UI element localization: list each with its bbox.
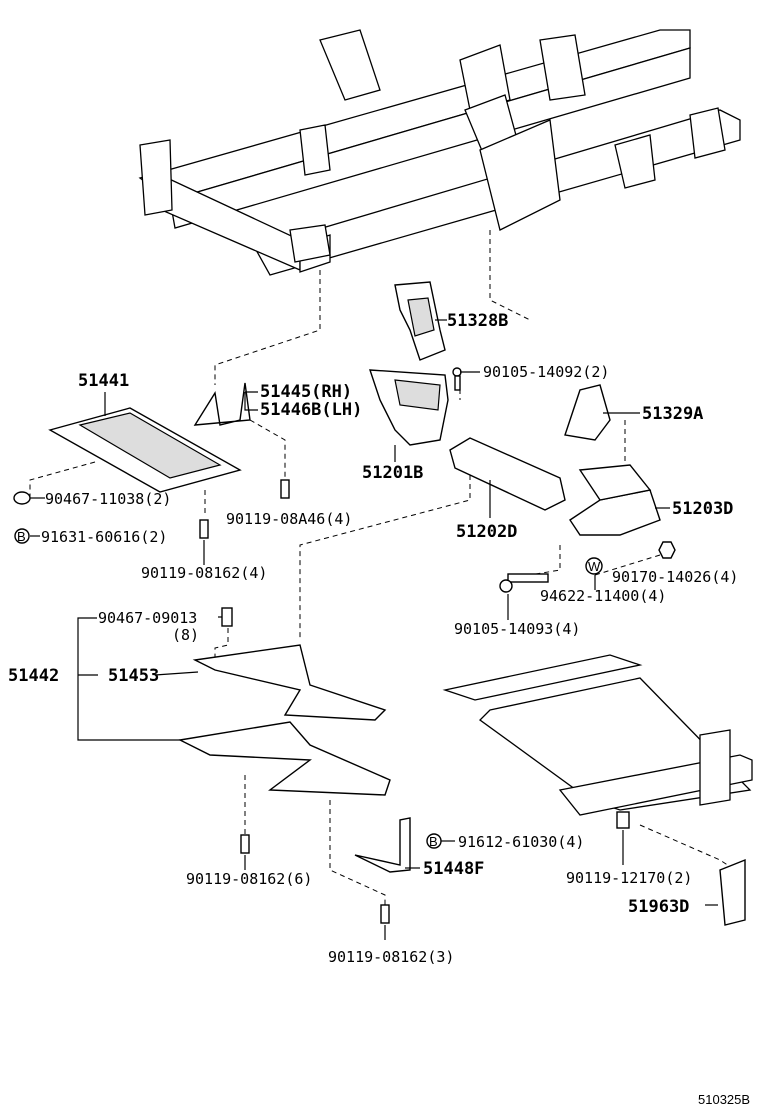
mount-51203d[interactable] [569,464,661,536]
upper-frame-assembly [138,29,741,276]
cover-51442[interactable] [177,721,391,796]
label-90467-11038[interactable]: 90467-11038(2) [45,490,171,508]
bolt-b-marker-2: B [429,834,438,849]
clip-90467-09013[interactable] [221,607,233,627]
cover-51453[interactable] [192,644,387,721]
label-51201b[interactable]: 51201B [362,463,423,483]
label-90105-14093[interactable]: 90105-14093(4) [454,620,580,638]
bolt-b-marker: B [17,529,26,544]
crossmember-51202d[interactable] [449,437,566,511]
label-90119-12170[interactable]: 90119-12170(2) [566,869,692,887]
bracket-51329a[interactable] [564,384,611,441]
bolt-marker-91612[interactable]: B [426,833,442,849]
label-51445[interactable]: 51445(RH) [260,382,352,402]
leader-lines [30,319,718,940]
bracket-51448f[interactable] [354,817,411,873]
plate-51441[interactable] [48,407,242,493]
label-90170-14026[interactable]: 90170-14026(4) [612,568,738,586]
washer-94622[interactable]: W [585,557,603,575]
bolt-90105-14093[interactable] [499,573,549,593]
bolt-90119-08162-4[interactable] [199,519,209,539]
label-90467-09013-qty: (8) [172,626,199,644]
bracket-51445[interactable] [193,382,251,426]
guard-51963d[interactable] [719,858,746,926]
bolt-marker-91631[interactable]: B [14,528,30,544]
label-51329a[interactable]: 51329A [642,404,703,424]
label-51328b[interactable]: 51328B [447,311,508,331]
label-51203d[interactable]: 51203D [672,499,733,519]
label-51963d[interactable]: 51963D [628,897,689,917]
label-90105-14092[interactable]: 90105-14092(2) [483,363,609,381]
label-91612-61030[interactable]: 91612-61030(4) [458,833,584,851]
label-51446b[interactable]: 51446B(LH) [260,400,362,420]
label-51442[interactable]: 51442 [8,666,59,686]
label-94622-11400[interactable]: 94622-11400(4) [540,587,666,605]
washer-w-marker: W [588,559,601,574]
bolt-90119-12170[interactable] [616,811,630,829]
label-90467-09013[interactable]: 90467-09013 [98,609,197,627]
bracket-51201b[interactable] [369,369,449,446]
figure-code: 510325B [698,1092,750,1107]
label-51448f[interactable]: 51448F [423,859,484,879]
label-91631-60616[interactable]: 91631-60616(2) [41,528,167,546]
bolt-90119-08162-6[interactable] [240,834,250,854]
bolt-90119-08a46[interactable] [280,479,290,499]
bolt-90119-08162-3[interactable] [380,904,390,924]
part-labels: 51328B 90105-14092(2) 51441 51445(RH) 51… [8,311,750,1107]
label-51441[interactable]: 51441 [78,371,129,391]
label-51202d[interactable]: 51202D [456,522,517,542]
label-90119-08a46[interactable]: 90119-08A46(4) [226,510,352,528]
label-90119-08162-4[interactable]: 90119-08162(4) [141,564,267,582]
lower-frame-assembly [442,654,753,816]
label-90119-08162-3[interactable]: 90119-08162(3) [328,948,454,966]
bolt-90105-14092[interactable] [452,367,462,391]
nut-90170[interactable] [658,541,676,559]
label-51453[interactable]: 51453 [108,666,159,686]
washer-90467-11038[interactable] [13,491,31,505]
bracket-51328b[interactable] [394,281,446,361]
label-90119-08162-6[interactable]: 90119-08162(6) [186,870,312,888]
